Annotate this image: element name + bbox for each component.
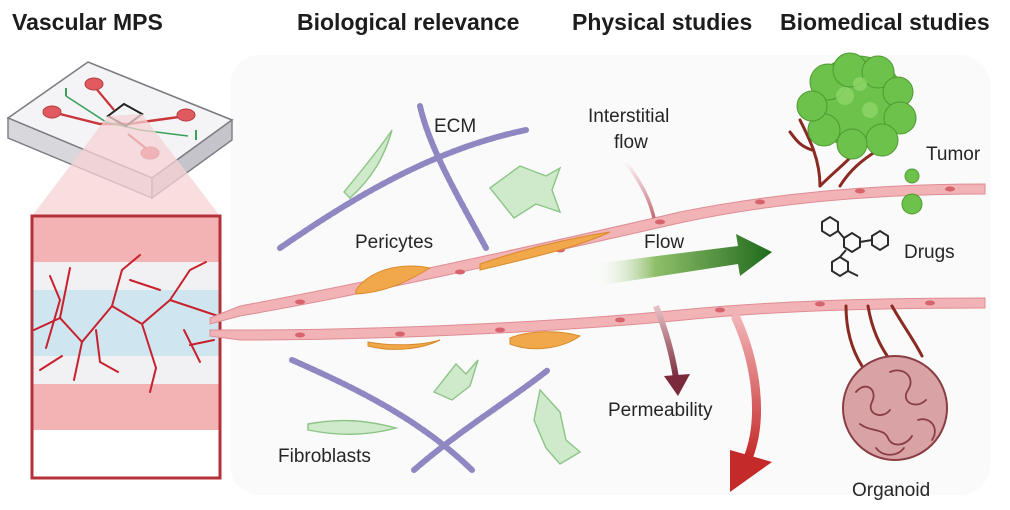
header-vascular-mps: Vascular MPS: [12, 9, 163, 35]
label-interstitial-flow-line1: Interstitial: [588, 106, 669, 127]
pericyte-cells: [355, 231, 611, 350]
tumor: [788, 52, 923, 215]
drug-molecules: [821, 215, 889, 278]
header-biological-relevance: Biological relevance: [297, 9, 519, 35]
header-biomedical-studies: Biomedical studies: [780, 9, 990, 35]
label-interstitial-flow-line2: flow: [614, 132, 648, 153]
label-ecm: ECM: [434, 116, 476, 137]
flow-arrow: [592, 234, 772, 286]
label-pericytes: Pericytes: [355, 232, 433, 253]
label-organoid: Organoid: [852, 480, 930, 501]
label-tumor: Tumor: [926, 144, 981, 165]
organoid: [842, 304, 948, 461]
header-physical-studies: Physical studies: [572, 9, 752, 35]
zoom-projection: [32, 114, 220, 216]
interstitial-flow-arrow: [622, 158, 656, 219]
leakage-arrow: [730, 313, 772, 492]
label-drugs: Drugs: [904, 242, 955, 263]
label-flow: Flow: [644, 232, 684, 253]
label-permeability: Permeability: [608, 400, 713, 421]
vascular-network-zoom: [30, 214, 222, 480]
blood-vessel: [209, 183, 986, 341]
fibroblast-cells: [307, 129, 582, 465]
permeability-arrow: [653, 304, 690, 396]
ecm-fibers: [277, 103, 551, 473]
label-fibroblasts: Fibroblasts: [278, 446, 371, 467]
